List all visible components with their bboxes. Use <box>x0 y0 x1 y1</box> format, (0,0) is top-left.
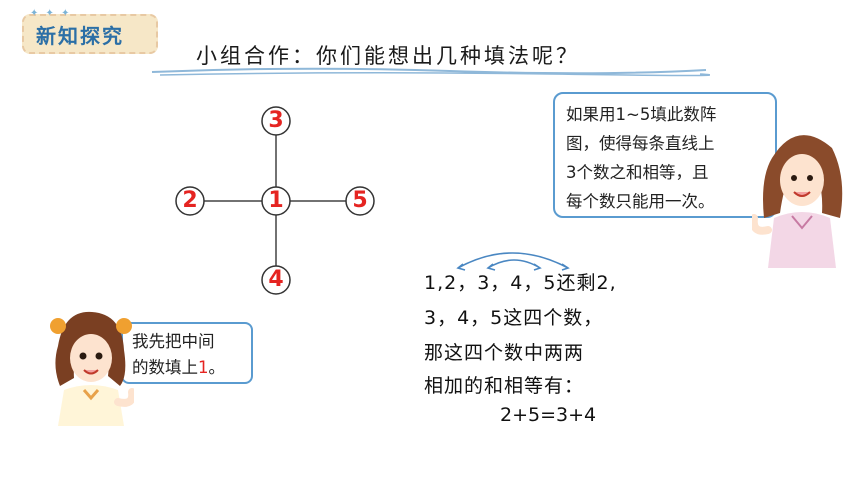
teacher-speech-bubble <box>553 92 777 218</box>
explanation-line-1: 1,2，3，4，5还剩2, <box>424 272 617 294</box>
explanation-line-2: 3，4，5这四个数， <box>424 307 604 329</box>
student-line-1: 我先把中间 <box>132 332 215 351</box>
teacher-line: 每个数只能用一次。 <box>566 192 715 211</box>
title-underline <box>151 67 710 77</box>
explanation-line-3: 那这四个数中两两 <box>424 342 585 364</box>
diagram-right-number: 5 <box>352 188 368 213</box>
equation: 2+5=3+4 <box>500 404 597 426</box>
diagram-top-number: 3 <box>268 108 284 133</box>
diagram-left-number: 2 <box>182 188 198 213</box>
badge-label: 新知探究 <box>36 24 124 48</box>
student-highlight-number: 1 <box>198 358 209 377</box>
teacher-speech-text: 如果用1~5填此数阵 图，使得每条直线上 3个数之和相等，且 每个数只能用一次。 <box>566 100 766 216</box>
diagram-bottom-number: 4 <box>268 267 284 292</box>
section-badge <box>22 14 158 54</box>
page-title: 小组合作：你们能想出几种填法呢？ <box>196 44 580 68</box>
student-line-2: 的数填上1。 <box>132 354 225 378</box>
student-line-2-suffix: 。 <box>208 358 226 377</box>
student-line-2-prefix: 的数填上 <box>132 358 198 377</box>
badge-decoration: ✦ ✦ ✦ <box>30 8 72 19</box>
teacher-line: 3个数之和相等，且 <box>566 163 709 182</box>
teacher-line: 如果用1~5填此数阵 <box>566 105 717 124</box>
student-illustration <box>50 311 134 426</box>
explanation-line-4: 相加的和相等有： <box>424 375 585 397</box>
teacher-line: 图，使得每条直线上 <box>566 134 715 153</box>
diagram-center-number: 1 <box>268 188 284 213</box>
student-speech-bubble <box>121 322 253 384</box>
teacher-illustration <box>752 135 843 268</box>
